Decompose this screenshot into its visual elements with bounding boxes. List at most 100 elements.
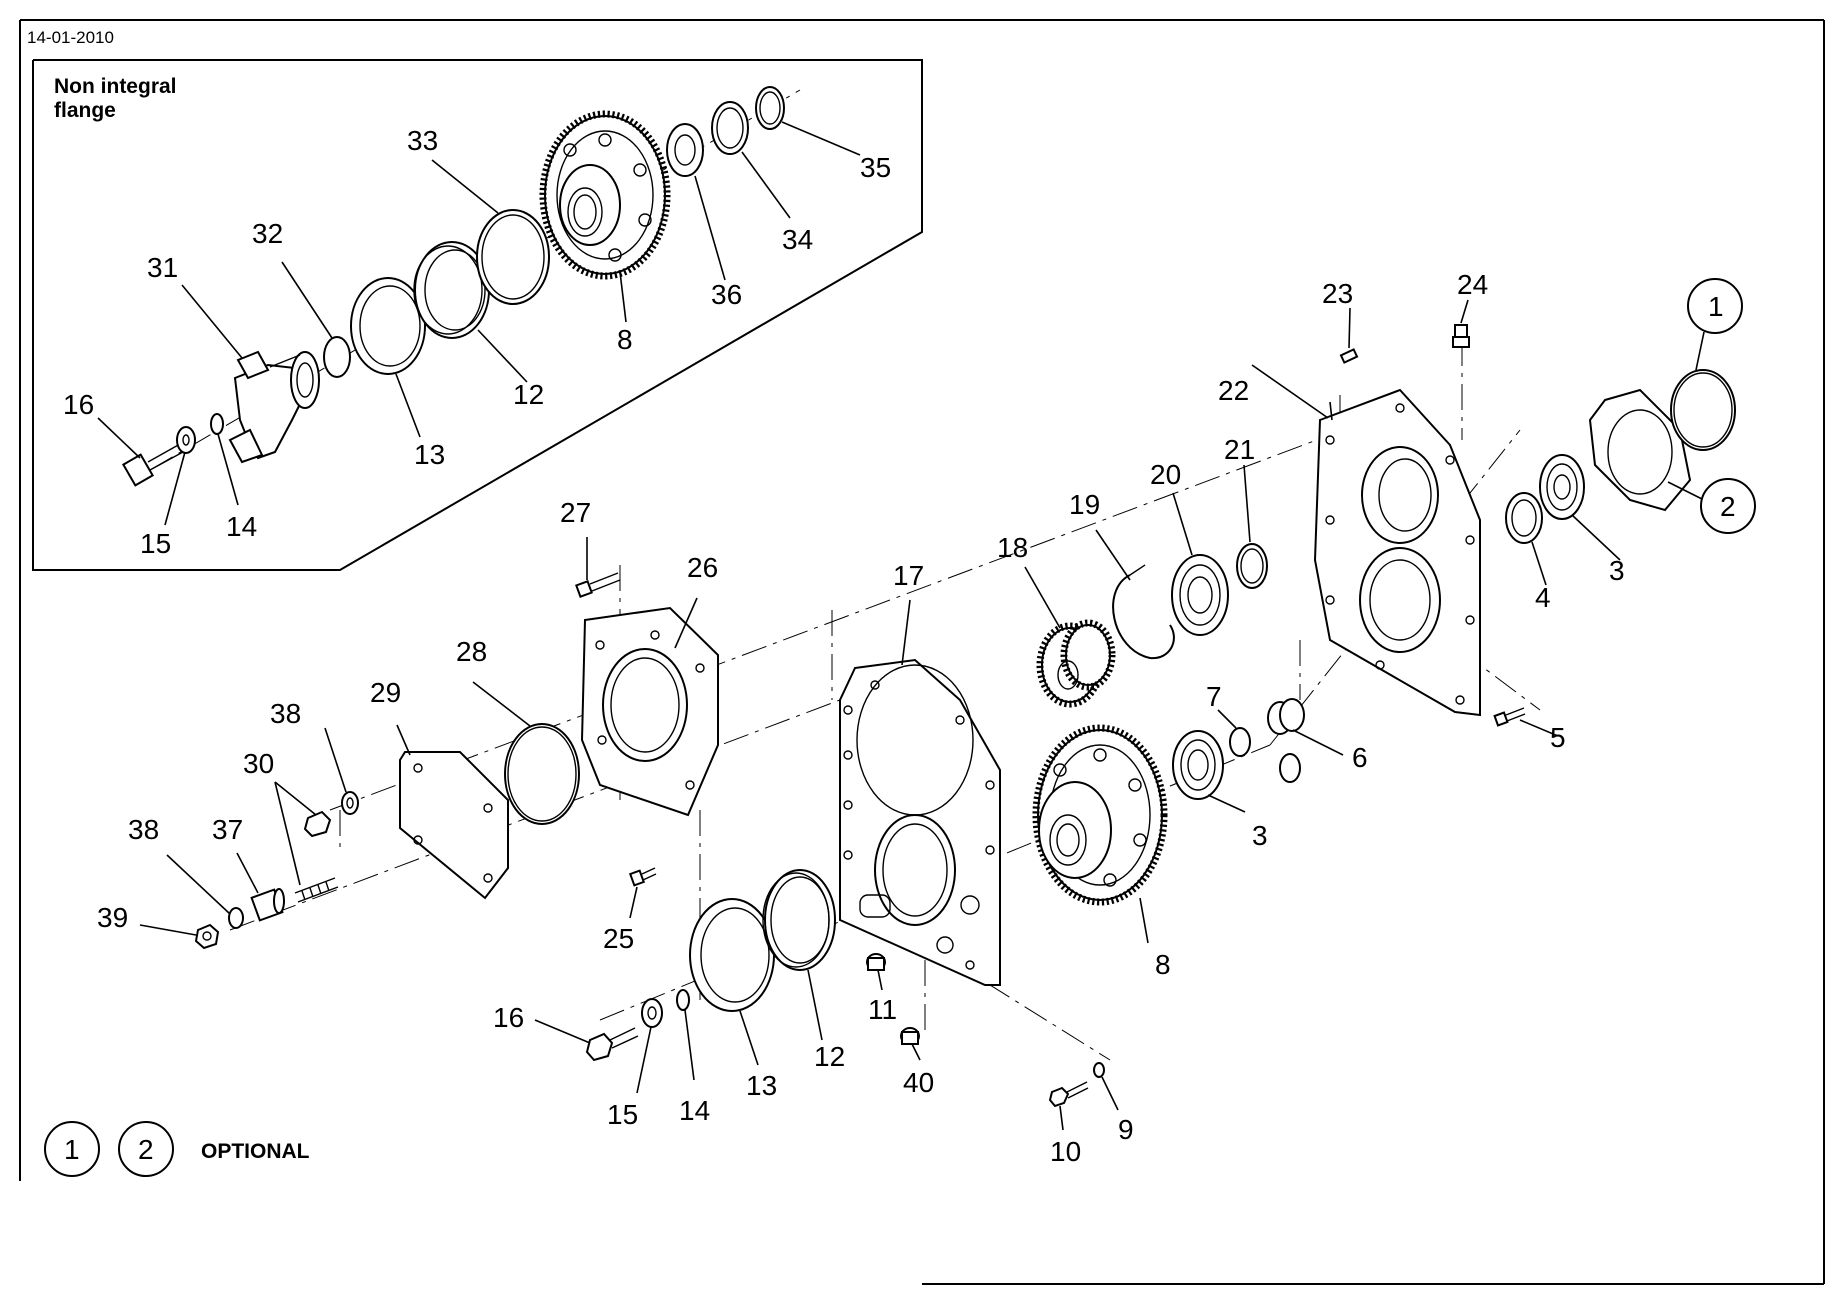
callout-13-inset: 13	[414, 439, 445, 470]
callout-40: 40	[903, 1067, 934, 1098]
bolt-27	[575, 572, 621, 598]
bolt-30-upper	[303, 810, 332, 838]
legend-circle-2	[118, 1121, 174, 1177]
callout-15: 15	[607, 1099, 638, 1130]
callout-10: 10	[1050, 1136, 1081, 1167]
callout-8: 8	[1155, 949, 1171, 980]
circlip-near-6	[1279, 753, 1301, 783]
washer-9	[1093, 1062, 1105, 1078]
bearing-20	[1171, 554, 1229, 636]
o-ring-32	[323, 336, 351, 378]
callout-39: 39	[97, 902, 128, 933]
spacer-37	[250, 888, 285, 922]
breather-24	[1452, 324, 1470, 348]
callout-4: 4	[1535, 582, 1551, 613]
drawing-frame	[19, 19, 1825, 1285]
callout-36: 36	[711, 279, 742, 310]
legend-circle-2-label: 2	[138, 1134, 154, 1165]
bearing-3-lower	[1172, 730, 1224, 800]
callout-20: 20	[1150, 459, 1181, 490]
flange-plate-26	[580, 606, 719, 817]
washer-38-lower	[228, 907, 244, 929]
callout-16-inset: 16	[63, 389, 94, 420]
pinion-gear-18	[1036, 619, 1116, 708]
main-assembly: 1 2 3 4 5 6 7 3 8 22 23 24 21 20 19 18 1…	[97, 269, 1756, 1167]
callout-23: 23	[1322, 278, 1353, 309]
callout-12: 12	[814, 1041, 845, 1072]
washer-15	[641, 998, 663, 1028]
callout-2: 2	[1720, 491, 1736, 522]
callout-33: 33	[407, 125, 438, 156]
o-ring-28	[504, 723, 580, 825]
sleeve-6	[1267, 698, 1305, 735]
inset-non-integral-flange: Non integral flange	[32, 59, 923, 571]
seal-ring-12	[764, 869, 836, 971]
legend-optional-text: OPTIONAL	[201, 1140, 310, 1163]
callout-24: 24	[1457, 269, 1488, 300]
callout-3-lower: 3	[1252, 820, 1268, 851]
o-ring-14-inset	[210, 413, 224, 435]
legend-circle-1	[44, 1121, 100, 1177]
pin-23	[1339, 348, 1359, 364]
bolt-25	[628, 867, 657, 887]
bearing-3-upper	[1539, 454, 1585, 520]
plug-11	[866, 953, 886, 971]
callout-5: 5	[1550, 722, 1566, 753]
callout-11: 11	[868, 994, 897, 1025]
callout-circle-2	[1700, 478, 1756, 534]
callout-34: 34	[782, 224, 813, 255]
drawing-date: 14-01-2010	[27, 28, 114, 47]
gasket-2	[1588, 388, 1692, 512]
housing-17	[839, 658, 1001, 986]
washer-15-inset	[176, 426, 196, 454]
callout-21: 21	[1224, 434, 1255, 465]
callout-9: 9	[1118, 1114, 1134, 1145]
circlip-19	[1112, 574, 1175, 660]
bolt-10	[1048, 1081, 1089, 1108]
callout-32: 32	[252, 218, 283, 249]
callout-8-inset: 8	[617, 324, 633, 355]
callout-29: 29	[370, 677, 401, 708]
legend-optional: 1 2 OPTIONAL	[44, 1121, 310, 1177]
callout-3-upper: 3	[1609, 555, 1625, 586]
callout-6: 6	[1352, 742, 1368, 773]
seal-13-inset	[350, 277, 426, 375]
inset-title-line2: flange	[54, 99, 116, 122]
o-ring-14	[676, 989, 690, 1011]
gear-8-inset	[539, 110, 671, 280]
legend-circle-1-label: 1	[64, 1134, 80, 1165]
callout-25: 25	[603, 923, 634, 954]
callout-35: 35	[860, 152, 891, 183]
seal-13	[689, 898, 775, 1012]
nut-39	[194, 923, 220, 950]
bearing-36-inset	[666, 123, 704, 177]
callout-14-inset: 14	[226, 511, 257, 542]
gear-8	[1032, 724, 1168, 906]
shim-34	[711, 101, 749, 155]
callout-1: 1	[1708, 291, 1724, 322]
callout-28: 28	[456, 636, 487, 667]
plug-40	[900, 1027, 920, 1045]
callout-27: 27	[560, 497, 591, 528]
callout-17: 17	[893, 560, 924, 591]
bolt-5	[1493, 707, 1526, 727]
callout-12-inset: 12	[513, 379, 544, 410]
callout-15-inset: 15	[140, 528, 171, 559]
callout-7: 7	[1206, 681, 1222, 712]
callout-26: 26	[687, 552, 718, 583]
bolt-16	[585, 1027, 639, 1062]
yoke-flange-31	[228, 350, 320, 464]
o-ring-1	[1670, 369, 1736, 451]
housing-cover-22	[1313, 388, 1481, 717]
callout-18: 18	[997, 532, 1028, 563]
stud-30	[294, 877, 339, 903]
circlip-21	[1236, 543, 1268, 589]
callout-38-upper: 38	[270, 698, 301, 729]
callout-38-lower: 38	[128, 814, 159, 845]
callout-31: 31	[147, 252, 178, 283]
callout-19: 19	[1069, 489, 1100, 520]
callout-22: 22	[1218, 375, 1249, 406]
callout-circle-1	[1687, 278, 1743, 334]
callout-13: 13	[746, 1070, 777, 1101]
